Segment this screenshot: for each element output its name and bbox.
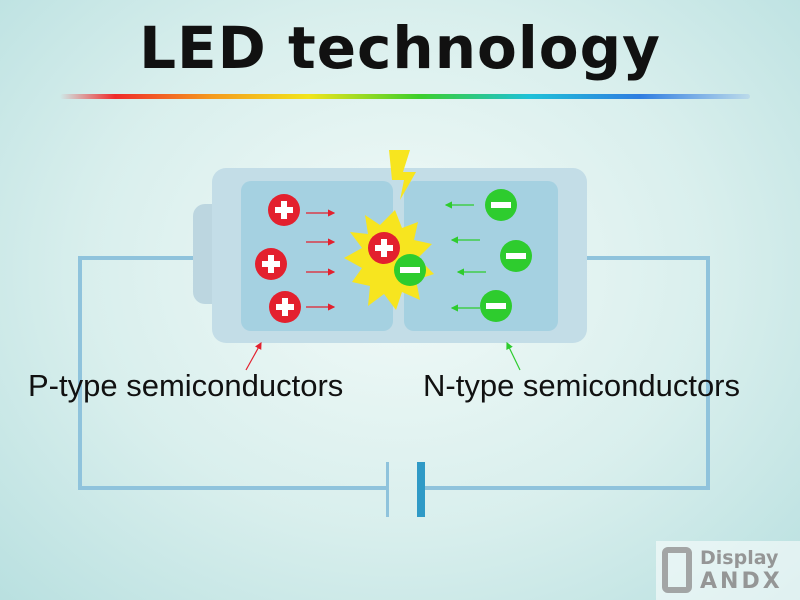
- n-type-pointer: [506, 341, 521, 371]
- hole-particle: [268, 194, 300, 226]
- page-title: LED technology: [139, 14, 661, 82]
- n-type-region: [404, 181, 558, 331]
- hole-particle: [255, 248, 287, 280]
- hole-drift-arrows: [306, 209, 336, 311]
- battery-positive-plate: [417, 462, 425, 517]
- rainbow-underline: [60, 94, 750, 99]
- electron-particle-recombining: [394, 254, 426, 286]
- hole-particle: [269, 291, 301, 323]
- electron-particle: [500, 240, 532, 272]
- watermark-icon: [662, 547, 692, 593]
- electron-drift-arrows: [444, 201, 486, 312]
- circuit-wire: [78, 256, 710, 490]
- electron-particle: [485, 189, 517, 221]
- electron-particle: [480, 290, 512, 322]
- n-type-label: N-type semiconductors: [423, 368, 741, 403]
- watermark-line2: ANDX: [700, 569, 783, 594]
- watermark-line1: Display: [700, 547, 779, 569]
- p-type-pointer: [245, 341, 262, 371]
- hole-particle-recombining: [368, 232, 400, 264]
- lightning-bolt-icon: [389, 150, 416, 200]
- watermark-logo: Display ANDX: [656, 541, 800, 600]
- battery-negative-plate: [386, 462, 389, 517]
- p-type-label: P-type semiconductors: [28, 368, 344, 403]
